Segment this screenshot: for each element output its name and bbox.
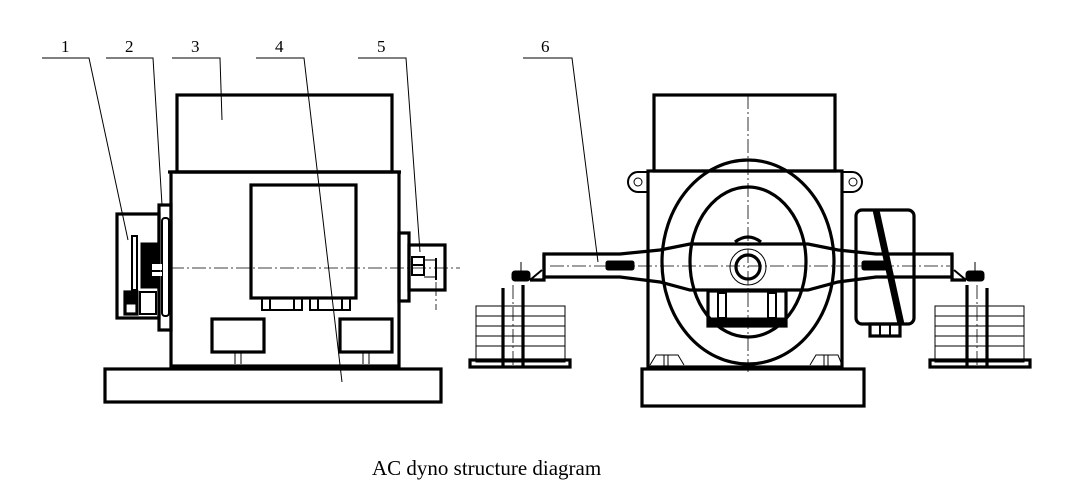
callout-3: 3 <box>191 37 200 56</box>
callout-1: 1 <box>61 37 70 56</box>
diagram-caption: AC dyno structure diagram <box>372 456 601 480</box>
callout-5: 5 <box>377 37 386 56</box>
foot-block-right <box>338 317 394 354</box>
load-cell-support-left <box>468 254 572 369</box>
lifting-eye-left <box>627 171 648 193</box>
shaft-coupling <box>397 231 447 310</box>
cable-glands <box>261 297 351 311</box>
bearing-housing <box>706 235 788 328</box>
callout-4: 4 <box>275 37 284 56</box>
side-junction-box <box>854 208 916 338</box>
motor-body <box>169 170 401 368</box>
load-cell-support-right <box>928 254 1032 369</box>
terminal-box <box>249 183 358 300</box>
foot-block-left <box>210 317 266 354</box>
callout-leaders <box>42 57 421 383</box>
base-plate <box>103 367 443 404</box>
callout-2: 2 <box>125 37 134 56</box>
base-plate-end <box>640 367 866 408</box>
top-cooling-box <box>175 93 394 174</box>
callout-6: 6 <box>541 37 550 56</box>
end-view: 6 <box>468 37 1032 408</box>
motor-body-end <box>646 169 844 369</box>
side-view: 1 2 3 4 5 <box>42 37 460 404</box>
lifting-eye-right <box>842 171 863 193</box>
motor-feet-end <box>649 354 843 367</box>
callout-leader-6 <box>523 57 599 263</box>
encoder-assembly <box>115 212 162 320</box>
